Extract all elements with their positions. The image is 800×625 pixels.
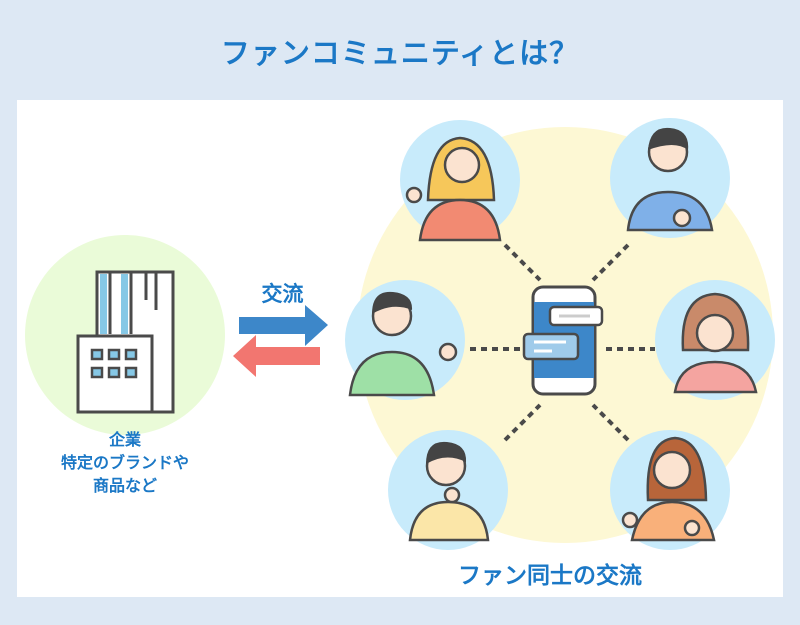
company-label-line1: 企業 [108,430,141,449]
person-man-thinking [388,430,508,550]
connection-lines [470,243,655,442]
person-woman-brown [655,280,775,400]
building-icon [76,270,175,414]
person-woman-orange [610,430,730,550]
person-woman-blonde [400,120,520,242]
page-title: ファンコミュニティとは？ [220,36,580,70]
arrow-left-icon [233,335,320,377]
fan-exchange-label: ファン同士の交流 [458,563,642,589]
person-man-green [345,280,465,400]
arrow-right-icon [239,305,328,346]
company-label: 企業 特定のブランドや 商品など [25,428,225,497]
company-label-line3: 商品など [92,476,157,495]
smartphone-icon [522,285,604,396]
company-label-line2: 特定のブランドや [60,453,189,472]
exchange-label: 交流 [261,282,304,306]
person-man-blue [610,118,730,238]
